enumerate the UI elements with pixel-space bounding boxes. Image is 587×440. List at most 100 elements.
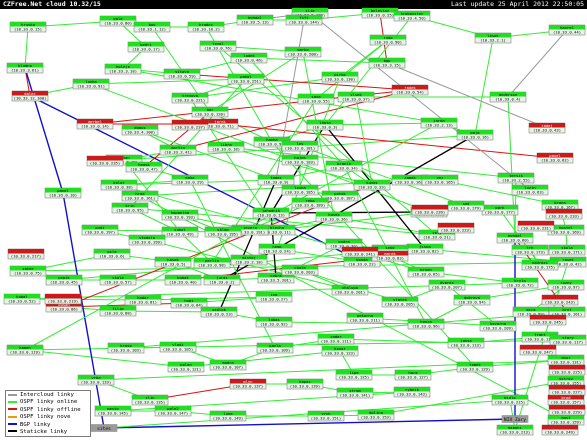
node-n68[interactable]: hasek(10.33.0.5) (154, 256, 192, 268)
node-n130[interactable]: sad(10.33.0.179) (447, 200, 485, 212)
node-n82[interactable]: hubi(10.33.0.84) (170, 297, 208, 309)
node-n38[interactable]: paja(10.33.0.16) (456, 129, 494, 141)
node-n120[interactable]: most(10.33.0.159) (547, 414, 585, 426)
node-n37[interactable]: jarda(10.33.2.13) (420, 117, 458, 129)
node-n16[interactable]: ludek(10.33.0.46) (230, 52, 268, 64)
node-n155[interactable]: (10.33.0.227) (548, 384, 586, 396)
node-n28[interactable]: anderson(10.33.0.4) (489, 91, 527, 103)
node-n84[interactable]: filip(10.33.0.88) (99, 305, 137, 317)
node-n111[interactable]: strom(10.33.0.141) (336, 387, 374, 399)
node-n19[interactable]: pakol(10.33.0.251) (227, 73, 265, 85)
node-n78[interactable]: kryla(10.33.0.72) (501, 277, 539, 289)
node-n10[interactable]: bedri(10.33.0.17) (127, 41, 165, 53)
node-n162[interactable]: (10.33.0.241) (341, 246, 379, 258)
node-n160[interactable]: (10.33.0.237) (171, 119, 209, 131)
node-n146[interactable]: pekarna(10.33.0.211) (346, 312, 384, 324)
node-n103[interactable]: lipa(10.33.0.125) (335, 369, 373, 381)
node-n85[interactable]: sedlak(10.33.0.23) (200, 306, 238, 318)
node-n77[interactable]: brnen(10.33.0.65) (407, 266, 445, 278)
node-n139[interactable]: pudi(10.33.0.197) (81, 224, 119, 236)
node-n117[interactable]: dolina(10.33.0.153) (357, 409, 395, 421)
node-n163[interactable]: (10.33.0.243) (541, 294, 579, 306)
node-n15[interactable]: vitava(10.33.0.59) (163, 68, 201, 80)
node-n11[interactable]: hrobovstec(10.33.4.50) (393, 10, 431, 22)
node-n57[interactable]: zoly(10.33.0.21) (418, 229, 456, 241)
node-n32[interactable]: bor(10.33.0.120) (191, 106, 229, 118)
node-n88[interactable]: dobrava(10.33.0.94) (453, 294, 491, 306)
node-n20[interactable]: lonka(10.33.0.91) (72, 78, 110, 90)
node-n131[interactable]: les(10.33.0.181) (281, 140, 319, 152)
node-n39[interactable]: pavel(10.33.0.62) (536, 152, 574, 164)
node-n12[interactable]: lesok(10.33.2.1) (474, 32, 512, 44)
node-n36[interactable]: lhota(10.33.0.3) (306, 119, 344, 131)
node-n34[interactable]: radek(10.33.0.54) (391, 84, 429, 96)
node-n140[interactable]: stodola(10.33.0.199) (128, 234, 166, 246)
node-n156[interactable]: (10.33.0.229) (548, 404, 586, 416)
node-n66[interactable]: zatec(10.33.0.75) (9, 265, 47, 277)
node-n101[interactable]: polan(10.33.0.121) (167, 361, 205, 373)
node-n89[interactable]: ruzny(10.33.0.97) (547, 279, 585, 291)
node-n43[interactable]: kolar(10.33.0.38) (100, 179, 138, 191)
node-n147[interactable]: NIX Zary (501, 415, 529, 423)
node-n51[interactable]: pavel(10.33.0.10) (44, 187, 82, 199)
node-n142[interactable]: chata(10.33.0.203) (281, 264, 319, 276)
node-n150[interactable]: bidlo(10.33.0.215) (491, 394, 529, 406)
node-n134[interactable]: potok(10.33.0.187) (321, 190, 359, 202)
node-n17[interactable]: bgp(10.33.3.15) (368, 57, 406, 69)
node-n5[interactable]: hradec(10.33.10.2) (187, 21, 225, 33)
node-n138[interactable]: sklep(10.33.0.195) (204, 226, 242, 238)
node-n46[interactable]: radej(10.33.0.43) (528, 122, 566, 134)
node-n30[interactable]: domus(10.33.4.100) (121, 124, 159, 136)
node-n165[interactable]: (10.33.0.247) (519, 344, 557, 356)
node-n24[interactable]: pirko(10.33.0.130) (321, 71, 359, 83)
node-n18[interactable]: trenova(10.33.0.221) (171, 92, 209, 104)
node-n109[interactable]: mlyn(10.33.0.137) (229, 378, 267, 390)
node-n23[interactable]: marko(10.33.0.200) (284, 46, 322, 58)
node-n59[interactable]: sokol(10.33.0.49) (161, 226, 199, 238)
node-n31[interactable]: martin(10.33.2.41) (159, 144, 197, 156)
node-n124[interactable]: brana(10.33.0.167) (541, 199, 579, 211)
node-n92[interactable]: kraso(10.33.0.103) (107, 342, 145, 354)
node-n47[interactable]: kunes(10.33.0.33) (353, 179, 391, 191)
node-n115[interactable]: luka(10.33.0.149) (209, 410, 247, 422)
node-n25[interactable]: rudo(10.33.0.90) (369, 34, 407, 46)
node-n127[interactable]: trh(10.33.0.173) (511, 244, 549, 256)
node-n14[interactable]: koleje(10.33.3.18) (104, 63, 142, 75)
node-n161[interactable]: (10.33.0.239) (411, 204, 449, 216)
node-n112[interactable]: rybnik(10.33.0.143) (393, 386, 431, 398)
node-n9[interactable]: boleslav(10.33.0.25) (361, 7, 399, 19)
node-n45[interactable]: branik(10.33.0.34) (325, 160, 363, 172)
node-n110[interactable]: kopec(10.33.0.139) (286, 378, 324, 390)
node-n70[interactable]: cobra(10.33.5.201) (257, 272, 295, 284)
node-n50[interactable]: bohdal(10.33.0.60) (496, 232, 534, 244)
node-n95[interactable]: pavla(10.33.0.109) (256, 342, 294, 354)
node-n148[interactable]: sites (90, 424, 118, 432)
node-n54[interactable]: luzin(10.33.0.63) (511, 184, 549, 196)
node-n60[interactable]: perlin(10.33.0.98) (193, 257, 231, 269)
node-n94[interactable]: modra(10.33.0.107) (209, 359, 247, 371)
node-n22[interactable]: leval(10.33.0.76) (199, 40, 237, 52)
node-n41[interactable]: hmauk(10.33.0.47) (125, 161, 163, 173)
node-n81[interactable]: ivo(10.33.0.27) (255, 291, 293, 303)
node-n113[interactable]: mesto(10.33.0.145) (94, 405, 132, 417)
node-n119[interactable]: brod(10.33.0.157) (547, 394, 585, 406)
node-n159[interactable]: (10.33.0.235) (86, 155, 124, 167)
node-n126[interactable]: skola(10.33.0.171) (548, 244, 586, 256)
node-n108[interactable]: zlin(10.33.0.135) (131, 394, 169, 406)
node-n91[interactable]: bret(10.33.0.101) (548, 306, 586, 318)
node-n2[interactable]: kladno(10.33.3.61) (6, 62, 44, 74)
node-n166[interactable]: (10.33.0.249) (541, 424, 579, 436)
node-n42[interactable]: mako(10.33.0.29) (171, 174, 209, 186)
node-n145[interactable]: kovarna(10.33.0.209) (479, 320, 517, 332)
node-n97[interactable]: jansa(10.33.0.113) (447, 337, 485, 349)
node-n62[interactable]: nemo(10.33.0.24) (258, 243, 296, 255)
node-n56[interactable]: hosek(10.33.0.36) (315, 211, 353, 223)
node-n86[interactable]: lukas(10.33.0.92) (255, 316, 293, 328)
node-n87[interactable]: honza(10.33.0.96) (407, 318, 445, 330)
node-n1[interactable]: hruska(10.33.0.15) (9, 21, 47, 33)
node-n3[interactable]: pole(10.33.0.80) (99, 15, 137, 27)
node-n79[interactable]: kubal(10.33.0.52) (3, 293, 41, 305)
node-n52[interactable]: jahodnik(10.33.0.13) (252, 207, 290, 219)
node-n74[interactable]: skala(10.33.0.57) (99, 274, 137, 286)
node-n93[interactable]: vladi(10.33.0.105) (159, 341, 197, 353)
